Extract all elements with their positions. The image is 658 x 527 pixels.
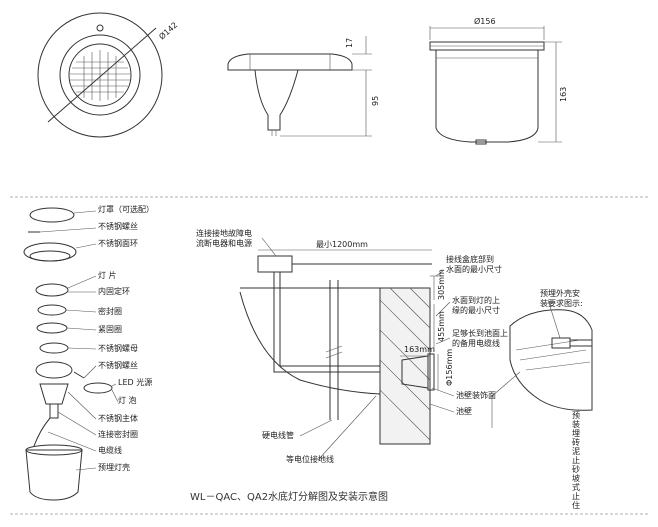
part-label: LED 光源 <box>118 377 152 387</box>
installation-labels: 连接接地故障电 流断电器和电源 最小1200mm 接线盒底部到 水面的最小尺寸 … <box>196 228 583 510</box>
label-waterline-1: 水面到灯的上 <box>452 295 500 305</box>
part-label: 内固定环 <box>98 286 130 296</box>
label-vertical-note: 预装埋砖泥止砂坡式止住 <box>572 410 580 510</box>
label-wall: 池壁 <box>456 406 472 416</box>
label-bond: 等电位接地线 <box>286 454 334 464</box>
label-cable-2: 的备用电缆线 <box>452 338 500 348</box>
part-label: 不锈钢螺丝 <box>98 221 138 231</box>
label-cutoff-2: 流断电器和电源 <box>196 238 252 248</box>
side-view: 17 95 <box>227 36 380 137</box>
part-label: 不锈钢主体 <box>98 413 138 423</box>
dim-156: Φ156mm <box>445 349 454 386</box>
part-label: 连接密封圈 <box>98 429 138 439</box>
part-label: 不锈钢螺母 <box>98 343 138 353</box>
housing-view: Ø156 163 <box>429 16 568 145</box>
label-embed-2: 装要求图示: <box>540 298 583 308</box>
diagram-caption: WL－QAC、QA2水底灯分解图及安装示意图 <box>190 490 388 503</box>
part-label: 电缆线 <box>98 445 122 455</box>
label-cable-1: 足够长到池面上 <box>452 328 508 338</box>
part-label: 灯 泡 <box>118 395 137 405</box>
label-trim: 池壁装饰面 <box>456 390 496 400</box>
part-label: 灯罩（可选配） <box>98 204 154 214</box>
label-embed-1: 预埋外壳安 <box>540 288 580 298</box>
part-label: 不锈钢螺丝 <box>98 360 138 370</box>
label-cutoff-1: 连接接地故障电 <box>196 228 252 238</box>
installation-view <box>239 237 593 461</box>
label-waterline-2: 缘的最小尺寸 <box>452 305 500 315</box>
dim-housing-height: 163 <box>559 87 568 102</box>
exploded-view <box>23 207 119 501</box>
dim-455: 455mm <box>437 311 446 342</box>
part-label: 不锈钢面环 <box>98 238 138 248</box>
dim-163: 163mm <box>404 345 435 354</box>
part-label: 预埋灯壳 <box>98 462 130 472</box>
dim-housing-diameter: Ø156 <box>474 16 496 26</box>
dim-side-height: 95 <box>371 96 380 106</box>
dim-min-distance: 最小1200mm <box>316 240 368 249</box>
label-junction-1: 接线盒底部到 <box>446 254 494 264</box>
label-conduit: 硬电线管 <box>262 430 294 440</box>
dim-305: 305mm <box>437 269 446 300</box>
part-label: 灯 片 <box>98 270 117 280</box>
part-label: 紧固圈 <box>98 325 122 334</box>
front-view: Ø142 <box>37 12 180 138</box>
dim-top-diameter: Ø142 <box>157 20 180 42</box>
part-label: 密封圈 <box>98 306 122 316</box>
dim-side-height-top: 17 <box>345 38 354 48</box>
label-junction-2: 水面的最小尺寸 <box>446 264 502 274</box>
